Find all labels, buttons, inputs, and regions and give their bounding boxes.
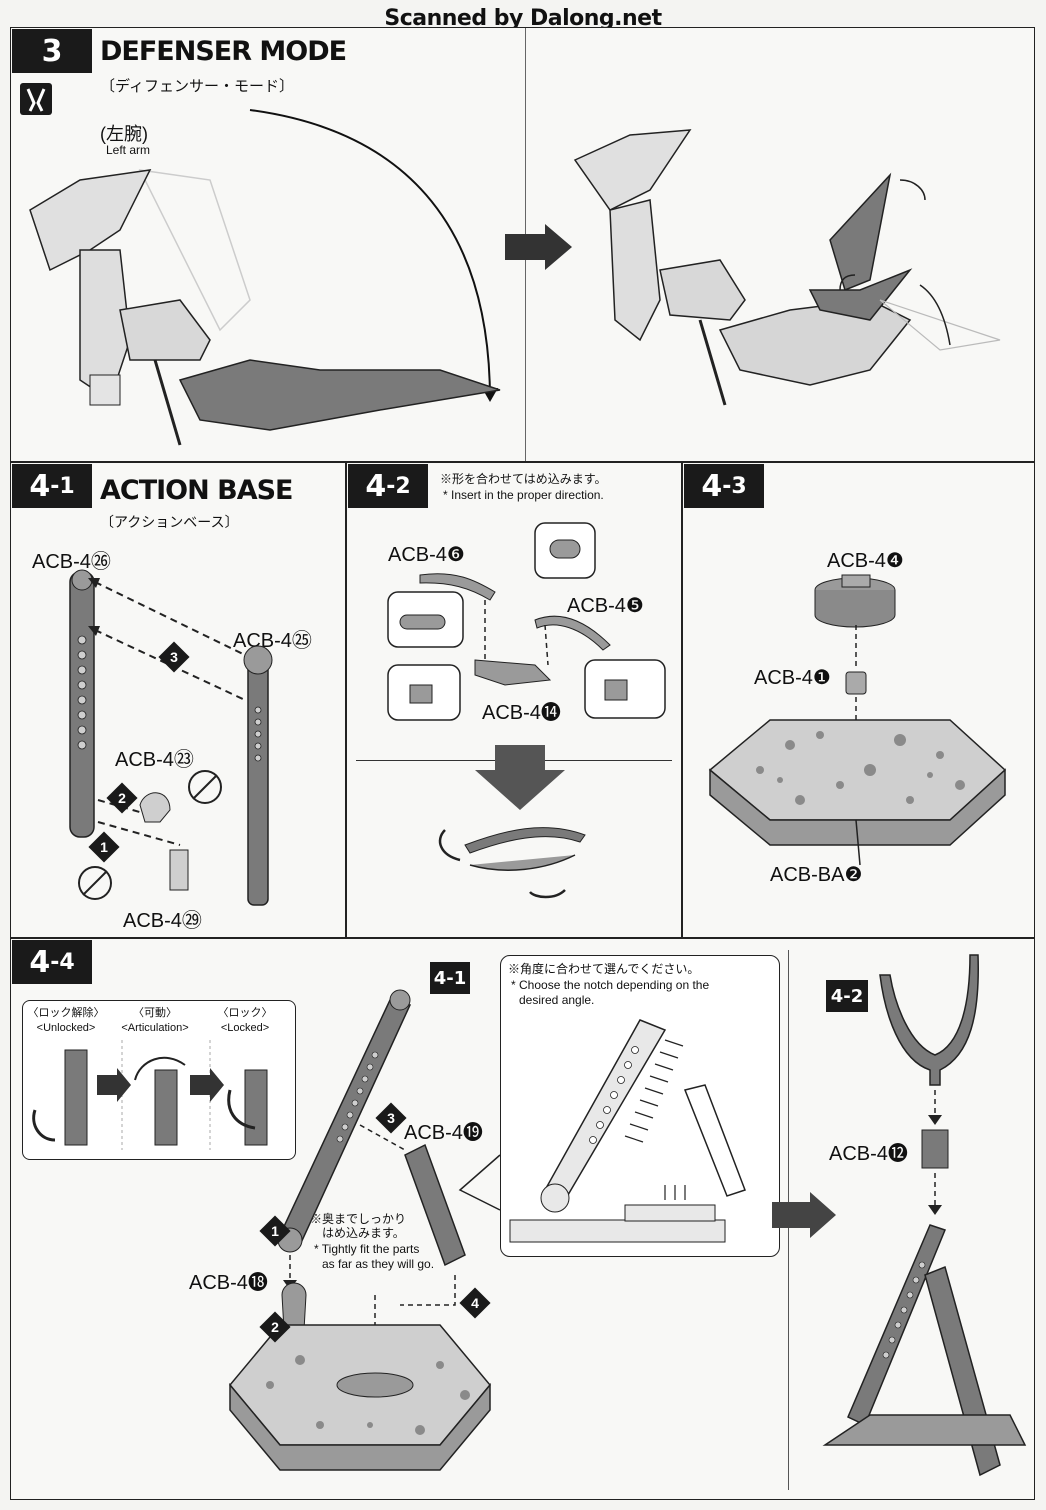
lock-state-unlocked-en: <Unlocked> bbox=[36, 1022, 96, 1034]
fit-note-jp-2: はめ込みます。 bbox=[322, 1226, 405, 1240]
step41-number-badge: 4-1 bbox=[12, 464, 92, 508]
transition-arrow-4-4 bbox=[772, 1192, 836, 1238]
acb-4-26-label: ACB-4㉖ bbox=[32, 551, 111, 573]
lock-state-articulation-en: <Articulation> bbox=[121, 1022, 189, 1034]
acb-4-1-label: ACB-4❶ bbox=[754, 667, 831, 689]
site-title: Scanned by Dalong.net bbox=[384, 6, 662, 31]
angle-note-en-1: * Choose the notch depending on the bbox=[511, 978, 710, 992]
step41-num-main: 4 bbox=[29, 468, 51, 504]
step41-step3-number: 3 bbox=[170, 649, 178, 665]
ref-badge-4-1: 4-1 bbox=[430, 962, 470, 994]
step3-title: DEFENSER MODE bbox=[100, 36, 347, 67]
left-arm-label-jp: (左腕) bbox=[100, 124, 148, 144]
step3-transition-arrow bbox=[505, 224, 572, 270]
step3-right-illustration bbox=[573, 129, 1001, 406]
step43-illustration bbox=[708, 574, 1007, 866]
angle-note-jp: ※角度に合わせて選んでください。 bbox=[508, 962, 700, 976]
step44-num-main: 4 bbox=[29, 944, 51, 980]
step3-subtitle: 〔ディフェンサー・モード〕 bbox=[100, 78, 294, 95]
lock-states-illustration bbox=[32, 1040, 268, 1150]
lock-state-locked-jp: 〈ロック〉 bbox=[217, 1007, 273, 1019]
acb-4-18-label: ACB-4⓲ bbox=[189, 1272, 268, 1294]
fit-note-jp-1: ※奥までしっかり bbox=[310, 1212, 407, 1226]
step42-number-badge: 4-2 bbox=[348, 464, 428, 508]
step42-illustration bbox=[387, 522, 666, 899]
step44-number-badge: 4-4 bbox=[12, 940, 92, 984]
step41-illustration bbox=[69, 569, 273, 906]
step42-num-sub: -2 bbox=[386, 473, 411, 499]
fit-note-en-2: as far as they will go. bbox=[322, 1257, 435, 1271]
step44-step2-number: 2 bbox=[271, 1319, 279, 1335]
step42-note-en: * Insert in the proper direction. bbox=[443, 488, 604, 502]
step41-title: ACTION BASE bbox=[100, 475, 293, 506]
step41-step1-number: 1 bbox=[100, 839, 108, 855]
acb-4-19-label: ACB-4⓳ bbox=[404, 1122, 483, 1144]
step43-panel bbox=[682, 462, 1035, 938]
step41-step2-number: 2 bbox=[118, 790, 126, 806]
step3-left-illustration bbox=[29, 109, 501, 446]
acb-4-23-label: ACB-4㉓ bbox=[115, 749, 194, 771]
lock-state-locked-en: <Locked> bbox=[220, 1022, 270, 1034]
step43-num-main: 4 bbox=[701, 468, 723, 504]
step44-step4-number: 4 bbox=[471, 1295, 479, 1311]
step44-main-illustration bbox=[229, 989, 491, 1471]
step42-note-jp: ※形を合わせてはめ込みます。 bbox=[440, 472, 607, 486]
ref-badge-4-2: 4-2 bbox=[826, 980, 868, 1012]
lock-state-articulation-jp: 〈可動〉 bbox=[133, 1007, 177, 1019]
nipper-tool-icon bbox=[20, 83, 52, 115]
angle-note-en-2: desired angle. bbox=[519, 993, 595, 1007]
step41-subtitle: 〔アクションベース〕 bbox=[100, 514, 239, 530]
acb-4-6-label: ACB-4❻ bbox=[388, 544, 465, 566]
acb-4-4-label: ACB-4❹ bbox=[827, 550, 904, 572]
step44-step1-number: 1 bbox=[271, 1223, 279, 1239]
step44-num-sub: -4 bbox=[50, 949, 75, 975]
acb-4-29-label: ACB-4㉙ bbox=[123, 910, 202, 932]
step44-right-illustration bbox=[822, 954, 1027, 1477]
callout-pointer bbox=[458, 1154, 501, 1211]
step3-number-badge: 3 bbox=[12, 29, 92, 73]
step43-number-badge: 4-3 bbox=[684, 464, 764, 508]
angle-callout-illustration bbox=[509, 1019, 746, 1243]
left-arm-label-en: Left arm bbox=[106, 143, 151, 157]
fit-note-en-1: * Tightly fit the parts bbox=[314, 1242, 420, 1256]
lock-state-unlocked-jp: 〈ロック解除〉 bbox=[27, 1007, 105, 1019]
step41-num-sub: -1 bbox=[50, 473, 75, 499]
acb-ba-2-label: ACB-BA❷ bbox=[770, 864, 863, 886]
step44-step3-number: 3 bbox=[387, 1110, 395, 1126]
step43-num-sub: -3 bbox=[722, 473, 747, 499]
acb-4-5-label: ACB-4❺ bbox=[567, 595, 644, 617]
step42-num-main: 4 bbox=[365, 468, 387, 504]
acb-4-14-label: ACB-4⓮ bbox=[482, 702, 561, 724]
acb-4-12-label: ACB-4⓬ bbox=[829, 1143, 908, 1165]
